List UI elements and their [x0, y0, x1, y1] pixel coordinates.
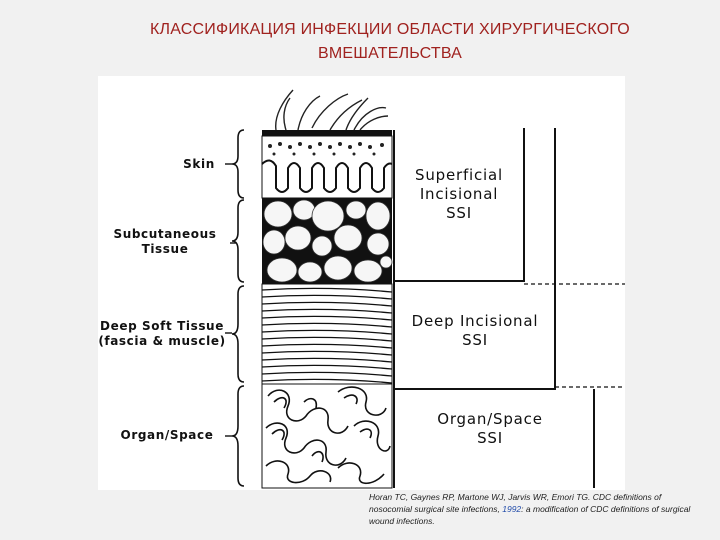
superficial-line-3: SSI	[398, 204, 520, 223]
superficial-line-2: Incisional	[398, 185, 520, 204]
title-line-1: КЛАССИФИКАЦИЯ ИНФЕКЦИИ ОБЛАСТИ ХИРУРГИЧЕ…	[60, 18, 720, 42]
page-title: КЛАССИФИКАЦИЯ ИНФЕКЦИИ ОБЛАСТИ ХИРУРГИЧЕ…	[60, 18, 720, 66]
layer-brackets	[232, 130, 244, 486]
skin-layer	[262, 130, 392, 198]
organ-space-ssi: Organ/Space SSI	[410, 410, 570, 448]
label-subcutaneous: Subcutaneous Tissue	[100, 227, 230, 257]
ssi-classification-figure: Skin Subcutaneous Tissue Deep Soft Tissu…	[98, 76, 625, 490]
organ-ssi-line-2: SSI	[410, 429, 570, 448]
organ-space-layer	[262, 384, 392, 488]
citation-year: 1992	[502, 504, 521, 514]
label-deep-line-1: Deep Soft Tissue	[96, 319, 228, 334]
superficial-incisional-ssi: Superficial Incisional SSI	[398, 166, 520, 223]
label-ticks	[225, 164, 236, 436]
label-organ-space: Organ/Space	[108, 428, 226, 443]
label-deep-soft-tissue: Deep Soft Tissue (fascia & muscle)	[96, 319, 228, 349]
label-subcutaneous-line-2: Tissue	[100, 242, 230, 257]
label-skin: Skin	[174, 157, 224, 172]
deep-incisional-ssi: Deep Incisional SSI	[398, 312, 552, 350]
superficial-line-1: Superficial	[398, 166, 520, 185]
subcutaneous-layer	[262, 198, 392, 284]
deep-line-2: SSI	[398, 331, 552, 350]
deep-line-1: Deep Incisional	[398, 312, 552, 331]
label-organ-space-text: Organ/Space	[121, 428, 214, 442]
citation: Horan TC, Gaynes RP, Martone WJ, Jarvis …	[369, 491, 705, 527]
label-subcutaneous-line-1: Subcutaneous	[100, 227, 230, 242]
hair-strands	[276, 90, 388, 130]
label-skin-text: Skin	[183, 157, 215, 171]
organ-ssi-line-1: Organ/Space	[410, 410, 570, 429]
deep-tissue-layer	[262, 284, 392, 384]
label-deep-line-2: (fascia & muscle)	[96, 334, 228, 349]
title-line-2: ВМЕШАТЕЛЬСТВА	[60, 42, 720, 66]
